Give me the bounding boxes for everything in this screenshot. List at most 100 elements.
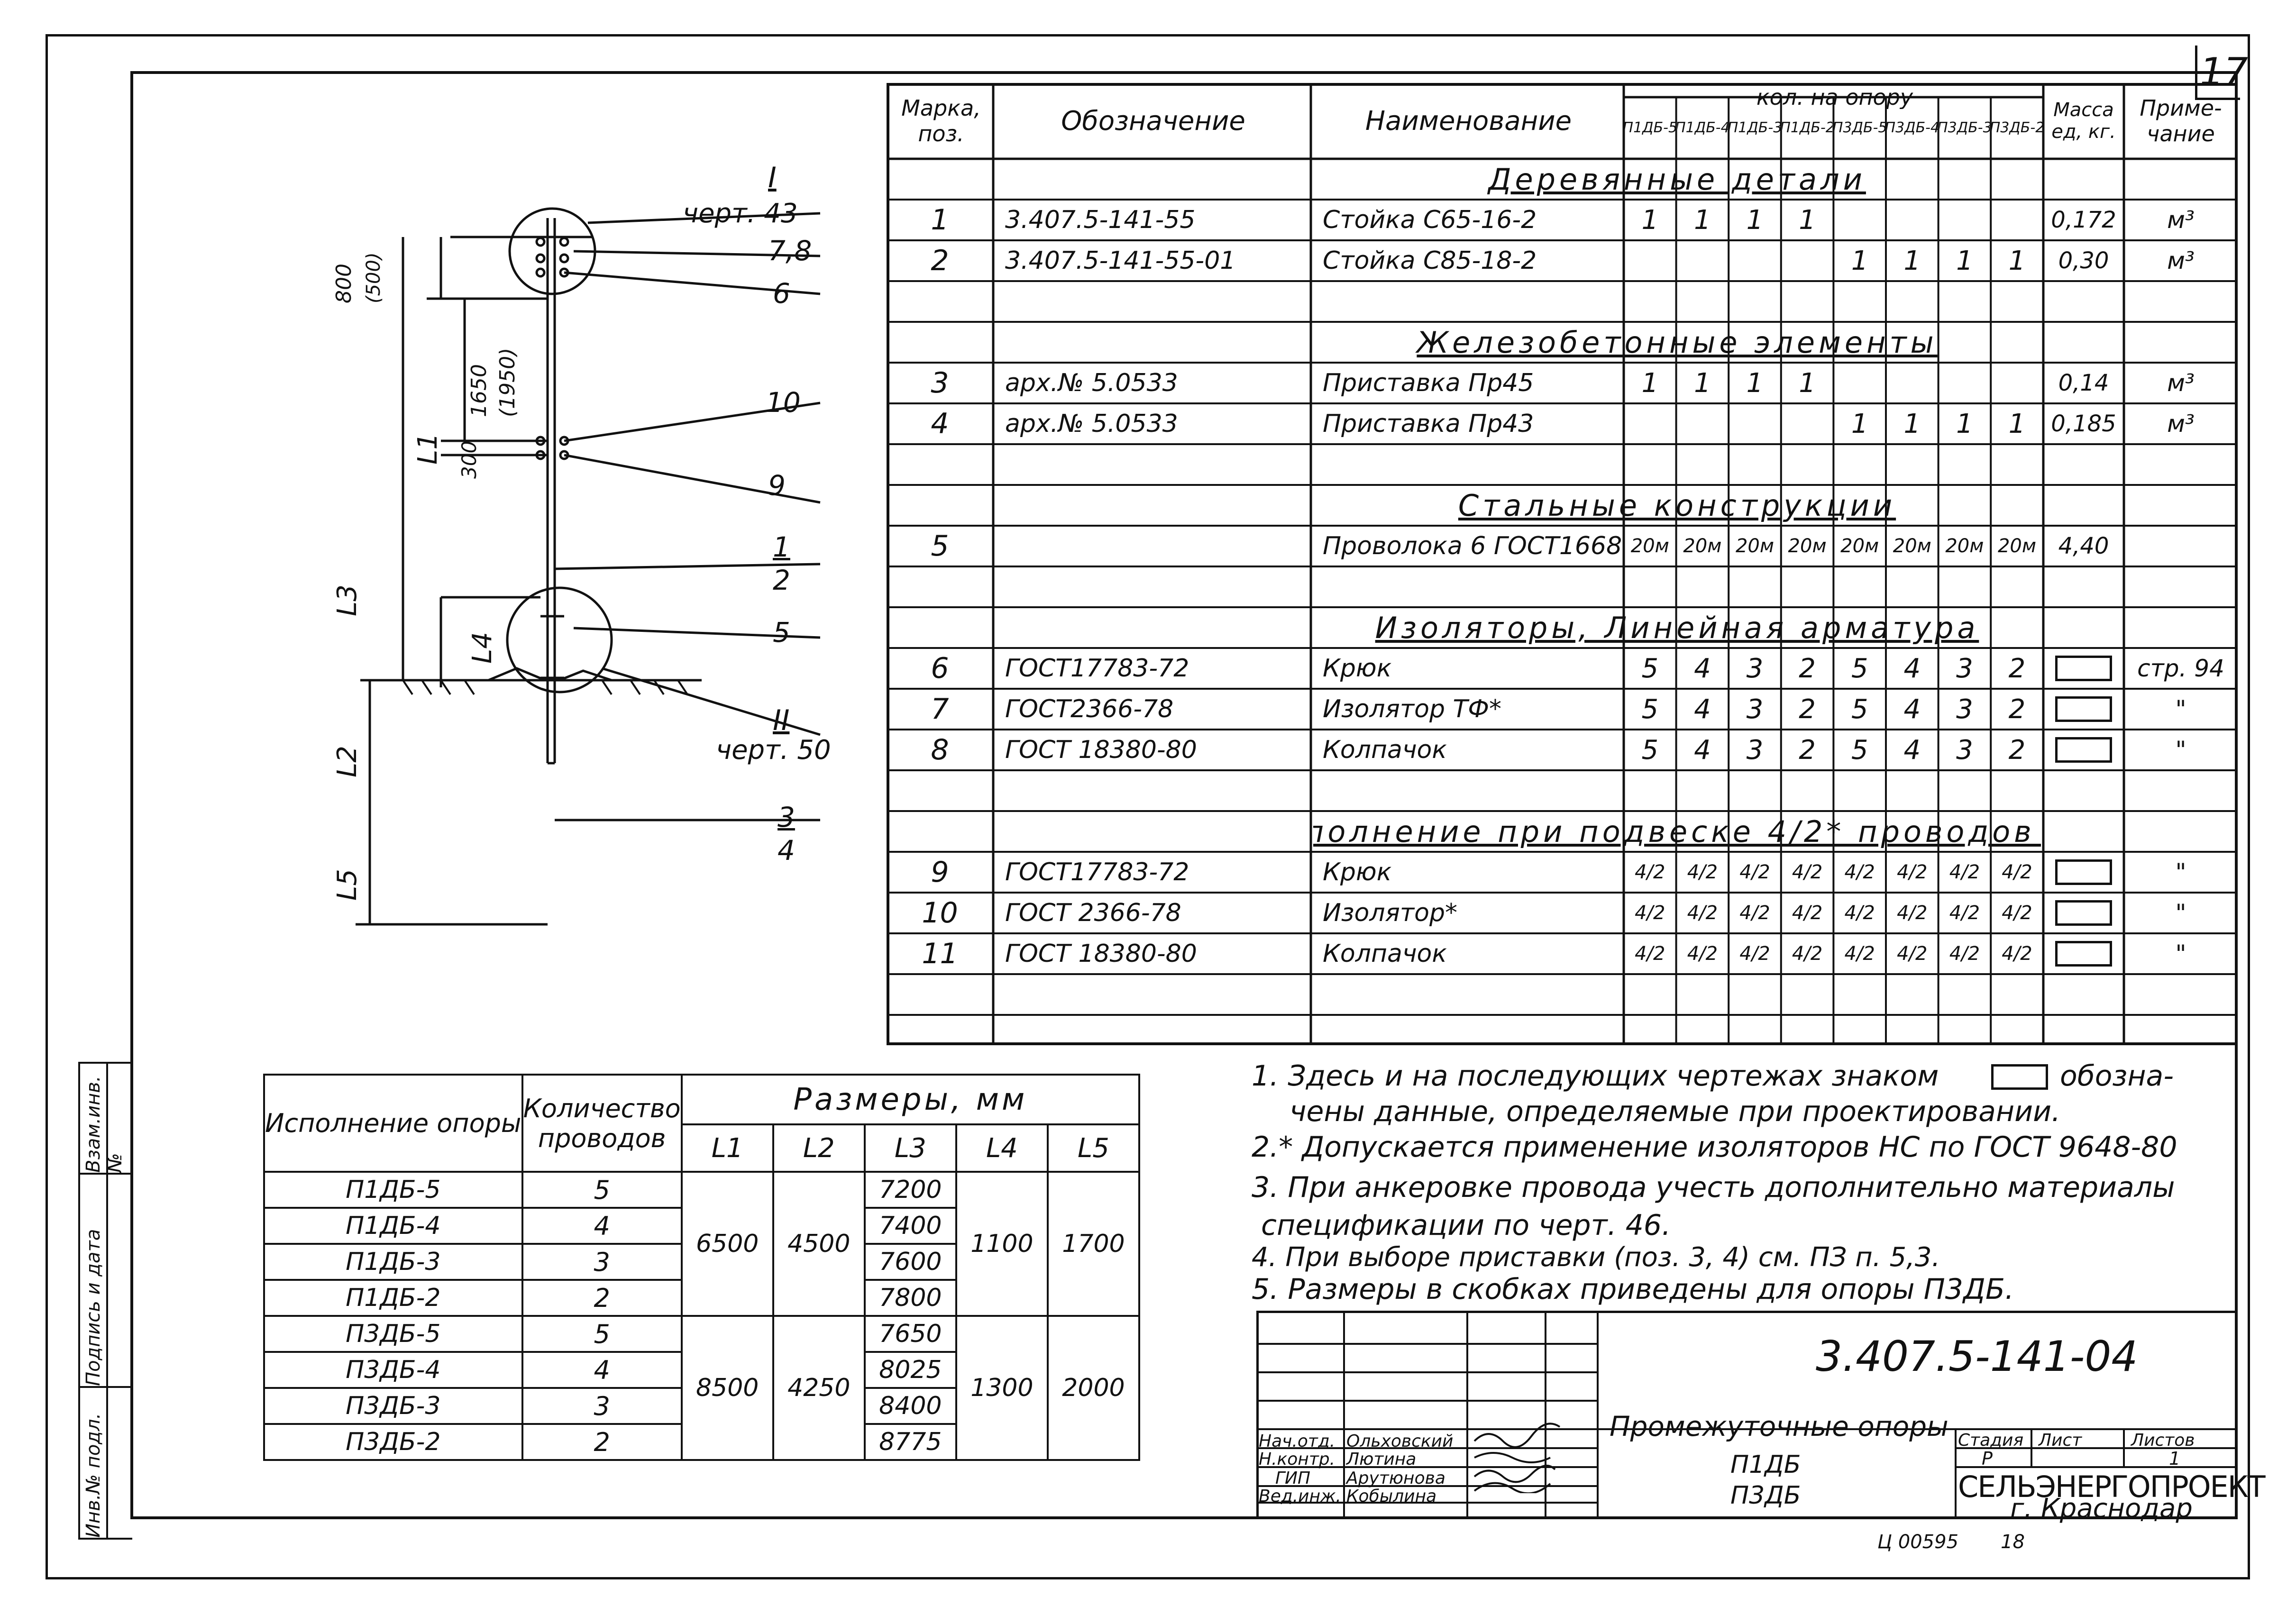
spec-row-designation: ГОСТ 18380-80 (1005, 940, 1197, 968)
spec-row-qty: 4/2 (1739, 861, 1770, 883)
spec-row-note: стр. 94 (2137, 655, 2224, 682)
dims-L3: 8025 (863, 1351, 957, 1389)
stage-header: Стадия (1958, 1431, 2024, 1450)
spec-row-qty (1729, 403, 1781, 444)
spec-row-qty (1624, 240, 1676, 281)
box-icon (2055, 737, 2112, 763)
spec-qty-col-header: П3ДБ-5 (1834, 119, 1885, 136)
spec-row-qty: 3 (1746, 653, 1764, 684)
spec-qty-col-header: П1ДБ-2 (1782, 119, 1833, 136)
spec-row-mass: 4,40 (2058, 533, 2109, 559)
spec-row-qty (1781, 403, 1834, 444)
spec-row-qty: 4/2 (1949, 861, 1980, 883)
spec-row-pos: 3 (931, 366, 949, 400)
sheets-value: 1 (2169, 1448, 2181, 1469)
spec-qty-col-header: П3ДБ-4 (1887, 119, 1938, 136)
spec-header-note: Приме- чание (2140, 95, 2222, 146)
pos-label-10: 10 (766, 386, 801, 419)
spec-row-pos: 6 (931, 652, 949, 685)
spec-row-mass: 0,30 (2058, 247, 2109, 274)
dim-300: 300 (457, 440, 481, 479)
spec-row-qty: 4 (1903, 653, 1921, 684)
title-block (1256, 1311, 2238, 1519)
spec-header-name: Наименование (1365, 105, 1572, 137)
dims-L1: 8500 (680, 1315, 774, 1461)
spec-row-qty: 4 (1694, 734, 1711, 766)
spec-row-qty: 2 (1799, 693, 1816, 725)
spec-row-qty (1624, 403, 1676, 444)
spec-row-qty (1676, 240, 1729, 281)
spec-row-name: Стойка С65-16-2 (1323, 206, 1537, 234)
spec-row-qty: 4 (1694, 693, 1711, 725)
doc-code: 3.407.5-141-04 (1816, 1332, 2138, 1381)
spec-row-qty: 4/2 (1949, 902, 1980, 924)
org-city: г. Краснодар (2010, 1493, 2193, 1524)
spec-row-qty: 1 (1694, 367, 1711, 399)
spec-row-name: Проволока 6 ГОСТ1668-73 (1323, 532, 1621, 560)
stamp-replace-label: Взам.инв.№ (82, 1076, 126, 1173)
spec-row-qty: 20м (1893, 535, 1931, 557)
spec-row-qty (1729, 240, 1781, 281)
spec-section-title: Железобетонные элементы (1417, 325, 1938, 360)
spec-row-mass-box (2043, 730, 2124, 770)
spec-row-name: Крюк (1323, 858, 1392, 886)
sheet-header: Лист (2039, 1431, 2082, 1450)
dims-row-count: 2 (521, 1279, 683, 1317)
spec-row-qty: 4 (1903, 734, 1921, 766)
spec-row-qty: 20м (1735, 535, 1775, 557)
signatures (1473, 1423, 1561, 1493)
spec-row-pos: 1 (931, 203, 949, 237)
spec-row-qty (1886, 200, 1939, 240)
pole-drawing (356, 207, 821, 926)
spec-row-note: " (2175, 736, 2186, 764)
spec-row-qty: 4/2 (1949, 943, 1980, 965)
spec-row-mass: 0,185 (2051, 411, 2116, 437)
name-2: Лютина (1346, 1450, 1417, 1469)
spec-row-qty: 3 (1746, 734, 1764, 766)
role-2: Н.контр. (1259, 1450, 1336, 1469)
spec-row-qty (1886, 363, 1939, 403)
spec-row-qty: 1 (1746, 204, 1764, 236)
pos-label-7-8: 7,8 (768, 235, 812, 267)
spec-row-name: Изолятор* (1323, 899, 1457, 927)
note-3b: спецификации по черт. 46. (1261, 1209, 1671, 1242)
spec-row-designation: ГОСТ 18380-80 (1005, 736, 1197, 764)
pos-label-5: 5 (773, 616, 790, 648)
dim-L5: L5 (332, 869, 363, 901)
pos-label-3: 3 (778, 801, 795, 833)
role-3: ГИП (1275, 1469, 1311, 1488)
stage-value: Р (1982, 1448, 1993, 1469)
spec-row-qty: 1 (1903, 408, 1921, 439)
note-1a: 1. Здесь и на последующих чертежах знако… (1252, 1059, 1939, 1093)
spec-header-mass: Масса ед, кг. (2051, 99, 2116, 143)
spec-row-qty: 3 (1956, 653, 1973, 684)
spec-row-qty: 4/2 (2002, 861, 2032, 883)
pos-label-2: 2 (773, 564, 790, 596)
spec-row-pos: 11 (922, 937, 958, 970)
box-icon (2055, 696, 2112, 722)
spec-row-qty (1991, 363, 2043, 403)
spec-header-mark: Марка, поз. (901, 95, 981, 146)
dims-L3: 8400 (863, 1387, 957, 1425)
note-box-icon (1991, 1064, 2048, 1090)
dims-row-exec: П3ДБ-5 (263, 1315, 523, 1353)
dim-1650: 1650 (467, 364, 491, 417)
stamp-sign-label: Подпись и дата (82, 1229, 104, 1386)
spec-row-qty (1939, 200, 1991, 240)
spec-row-qty: 5 (1851, 693, 1868, 725)
spec-row-pos: 2 (931, 244, 949, 277)
bottom-num: 18 (2001, 1531, 2025, 1553)
role-1: Нач.отд. (1259, 1432, 1336, 1451)
spec-row-qty: 4/2 (1897, 902, 1928, 924)
spec-section-title: Дополнение при подвеске 4/2* проводов ПВ (1313, 814, 2041, 849)
dims-header-count: Количество проводов (521, 1074, 683, 1173)
spec-row-mass: 0,172 (2051, 207, 2116, 233)
spec-row-qty: 4/2 (1897, 943, 1928, 965)
spec-row-note: м³ (2167, 206, 2195, 234)
spec-row-qty: 4/2 (1687, 943, 1718, 965)
dims-row-count: 5 (521, 1315, 683, 1353)
dims-header-sizes: Размеры, мм (680, 1074, 1141, 1125)
spec-row-qty: 2 (2008, 734, 2026, 766)
dims-header-L: L4 (955, 1123, 1049, 1173)
spec-table (887, 83, 2238, 1045)
